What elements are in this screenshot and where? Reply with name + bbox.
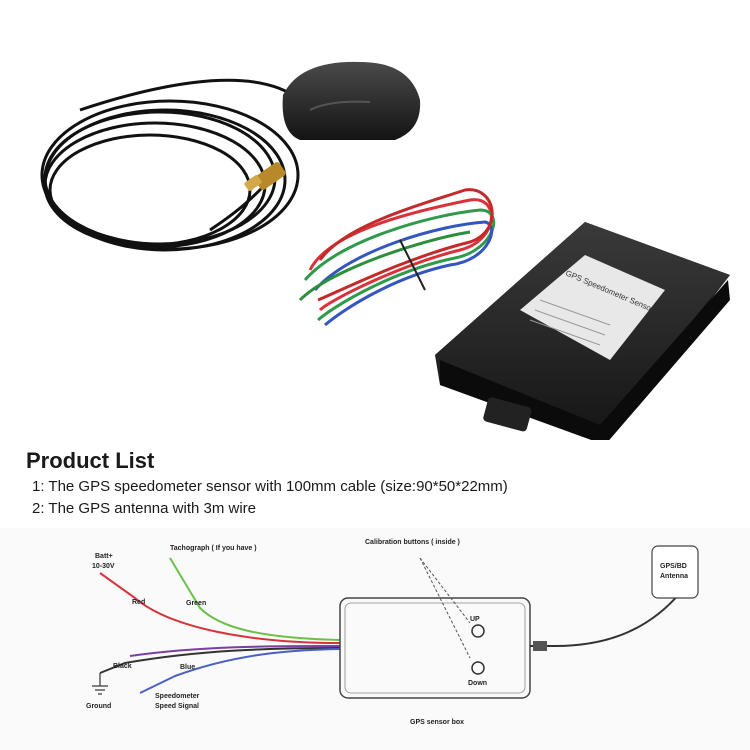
wiring-diagram: Batt+ 10-30V Tachograph ( If you have ) … (0, 528, 750, 750)
calibration-label: Calibration buttons ( inside ) (365, 539, 460, 546)
purple-wire (129, 645, 341, 657)
up-button (471, 624, 485, 638)
red-label: Red (132, 599, 145, 606)
speed-label-2: Speed Signal (155, 703, 199, 710)
down-label: Down (468, 680, 487, 687)
black-wire (99, 647, 341, 674)
sensor-box-diagram (339, 597, 531, 699)
list-item: 2: The GPS antenna with 3m wire (32, 500, 257, 517)
antenna-wire (530, 592, 681, 647)
blue-wire (139, 648, 341, 694)
antenna-label-1: GPS/BD (660, 563, 687, 570)
up-label: UP (470, 616, 480, 623)
black-label: Black (113, 663, 132, 670)
voltage-label: 10-30V (92, 563, 115, 570)
green-label: Green (186, 600, 206, 607)
speed-label-1: Speedometer (155, 693, 200, 700)
wire-bundle (298, 188, 496, 327)
antenna-label-2: Antenna (660, 573, 688, 580)
ground-symbol (92, 673, 108, 695)
ground-label: Ground (86, 703, 111, 710)
box-label: GPS sensor box (410, 719, 464, 726)
list-item: 1: The GPS speedometer sensor with 100mm… (32, 478, 508, 495)
blue-label: Blue (180, 664, 195, 671)
antenna-icon (651, 545, 699, 599)
sma-connector (244, 162, 286, 191)
green-wire (169, 557, 341, 641)
down-button (471, 661, 485, 675)
red-wire (99, 572, 341, 644)
tachograph-label: Tachograph ( If you have ) (170, 545, 257, 552)
product-photo: GPS Speedometer Sensor (40, 61, 730, 440)
antenna-cable (40, 78, 301, 252)
gps-antenna-puck (282, 61, 421, 140)
product-list: 1: The GPS speedometer sensor with 100mm… (32, 476, 508, 520)
batt-label: Batt+ (95, 553, 113, 560)
gps-sensor-box: GPS Speedometer Sensor (435, 222, 730, 440)
product-list-title: Product List (26, 448, 155, 473)
